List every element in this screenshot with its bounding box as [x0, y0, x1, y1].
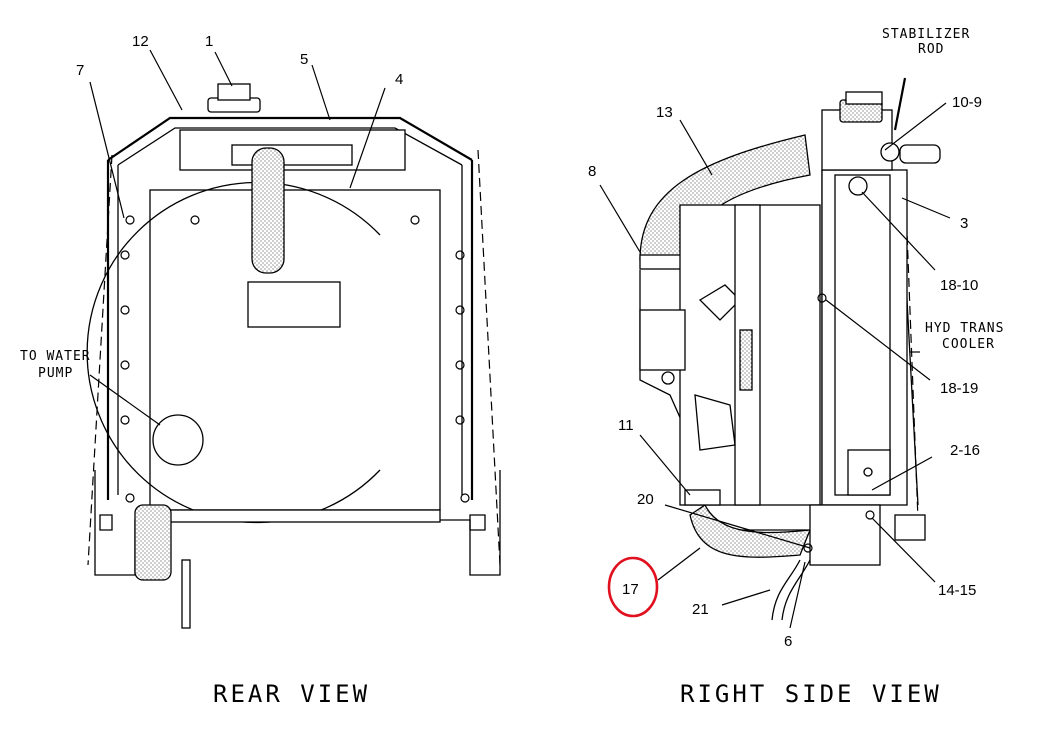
callout-13: 13	[656, 104, 673, 121]
callout-14-15: 14-15	[938, 582, 976, 599]
stabilizer-rod-line-1: STABILIZER	[882, 27, 970, 42]
callout-8: 8	[588, 163, 596, 180]
stabilizer-rod-line-2: ROD	[918, 42, 944, 57]
callout-18-10: 18-10	[940, 277, 978, 294]
rear-view-drawing	[86, 83, 501, 629]
callout-7: 7	[76, 62, 84, 79]
callout-21: 21	[692, 601, 709, 618]
rear-view-caption: REAR VIEW	[213, 680, 370, 708]
callout-17: 17	[622, 581, 639, 598]
callout-2-16: 2-16	[950, 442, 980, 459]
callout-18-19: 18-19	[940, 380, 978, 397]
callout-3: 3	[960, 215, 968, 232]
right-leader-lines	[599, 102, 951, 629]
to-water-pump-label: TO WATER PUMP	[20, 349, 99, 381]
callout-6: 6	[784, 633, 792, 650]
stabilizer-rod-label: STABILIZER ROD	[882, 27, 979, 57]
callout-12: 12	[132, 33, 149, 50]
rear-leader-lines	[89, 49, 386, 426]
hyd-trans-cooler-line-1: HYD TRANS	[925, 321, 1004, 336]
to-water-pump-line-1: TO WATER	[20, 349, 91, 364]
callout-11: 11	[618, 417, 634, 434]
callout-20: 20	[637, 491, 654, 508]
to-water-pump-line-2: PUMP	[38, 366, 73, 381]
callout-10-9: 10-9	[952, 94, 982, 111]
hyd-trans-cooler-line-2: COOLER	[942, 337, 995, 352]
right-side-view-drawing	[639, 77, 941, 621]
callout-1: 1	[205, 33, 213, 50]
right-side-view-caption: RIGHT SIDE VIEW	[680, 680, 942, 708]
right-callouts: STABILIZER ROD HYD TRANS COOLER 13 10-9 …	[588, 27, 1013, 650]
callout-5: 5	[300, 51, 308, 68]
callout-17-highlight-circle	[607, 556, 659, 618]
callout-4: 4	[395, 71, 403, 88]
hyd-trans-cooler-label: HYD TRANS COOLER	[925, 321, 1013, 352]
rear-callouts: 12 1 5 7 4 TO WATER PUMP	[20, 33, 403, 381]
